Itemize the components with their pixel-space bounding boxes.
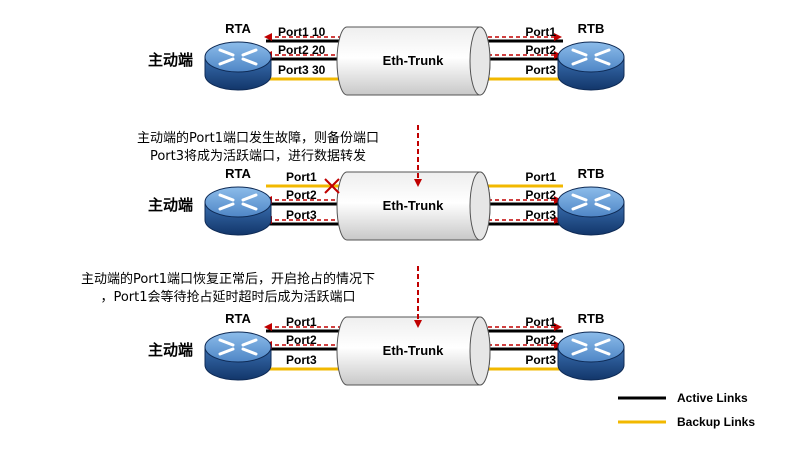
left-port-label: Port2 [286,188,317,202]
trunk-tube-end [469,316,491,386]
router-arrow [241,202,258,211]
trunk-label: Eth-Trunk [383,343,444,358]
trunk-layer [336,26,491,386]
router-arrow [594,193,611,202]
router-arrow [241,193,258,202]
router-arrow [594,347,611,356]
router-arrow [241,347,258,356]
router-top [557,186,625,218]
transition-text: 主动端的Port1端口恢复正常后，开启抢占的情况下 [81,271,375,287]
router-rta-icon [204,331,272,381]
router-top [557,41,625,73]
router-label-rtb: RTB [578,311,605,326]
legend-label: Backup Links [677,415,755,429]
eth-trunk [336,26,491,96]
router-arrows-icon [571,48,611,66]
left-port-label: Port3 [286,208,317,222]
right-port-label: Port2 [525,43,556,57]
right-port-label: Port3 [525,208,556,222]
router-rtb-icon [557,186,625,236]
router-arrow [218,193,235,202]
right-port-label: Port3 [525,353,556,367]
router-arrow [594,338,611,347]
router-arrow [571,347,588,356]
left-port-label: Port3 [286,353,317,367]
left-port-label: Port2 [286,333,317,347]
transition-text: ，Port1会等待抢占延时超时后成为活跃端口 [100,289,355,305]
router-label-rta: RTA [225,166,251,181]
router-arrow [571,202,588,211]
left-port-label: Port3 30 [278,63,326,77]
right-port-label: Port1 [525,25,556,39]
router-label-rta: RTA [225,21,251,36]
router-top [204,186,272,218]
legend-label: Active Links [677,391,748,405]
router-arrow [218,57,235,66]
router-arrow [594,57,611,66]
router-arrows-icon [218,193,258,211]
router-label-rta: RTA [225,311,251,326]
router-arrow [218,347,235,356]
left-port-label: Port1 [286,315,317,329]
router-arrow [571,338,588,347]
router-top [204,41,272,73]
right-port-label: Port1 [525,315,556,329]
router-top [557,331,625,363]
trunk-label: Eth-Trunk [383,198,444,213]
router-arrow [571,48,588,57]
side-label: 主动端 [148,196,193,214]
router-label-rtb: RTB [578,166,605,181]
router-arrow [241,57,258,66]
router-arrow [241,338,258,347]
router-label-rtb: RTB [578,21,605,36]
router-arrows-icon [218,48,258,66]
router-rta-icon [204,41,272,91]
eth-trunk [336,171,491,241]
router-arrow [594,202,611,211]
transition-text: 主动端的Port1端口发生故障，则备份端口 [137,130,379,146]
trunk-tube-end [469,171,491,241]
side-label: 主动端 [148,341,193,359]
side-label: 主动端 [148,51,193,69]
router-arrow [571,57,588,66]
eth-trunk [336,316,491,386]
right-port-label: Port2 [525,188,556,202]
router-arrow [594,48,611,57]
router-rta-icon [204,186,272,236]
router-arrow [241,48,258,57]
router-arrow [218,48,235,57]
right-port-label: Port3 [525,63,556,77]
left-port-label: Port2 20 [278,43,326,57]
router-top [204,331,272,363]
right-port-label: Port1 [525,170,556,184]
router-arrows-icon [218,338,258,356]
routers-layer [204,41,625,381]
router-arrows-icon [571,338,611,356]
router-arrow [218,202,235,211]
router-rtb-icon [557,41,625,91]
left-port-label: Port1 10 [278,25,326,39]
router-arrow [218,338,235,347]
router-arrow [571,193,588,202]
router-rtb-icon [557,331,625,381]
left-port-label: Port1 [286,170,317,184]
router-arrows-icon [571,193,611,211]
transition-text: Port3将成为活跃端口，进行数据转发 [150,148,366,164]
right-port-label: Port2 [525,333,556,347]
trunk-label: Eth-Trunk [383,53,444,68]
failure-x-icon [324,178,340,194]
trunk-tube-end [469,26,491,96]
